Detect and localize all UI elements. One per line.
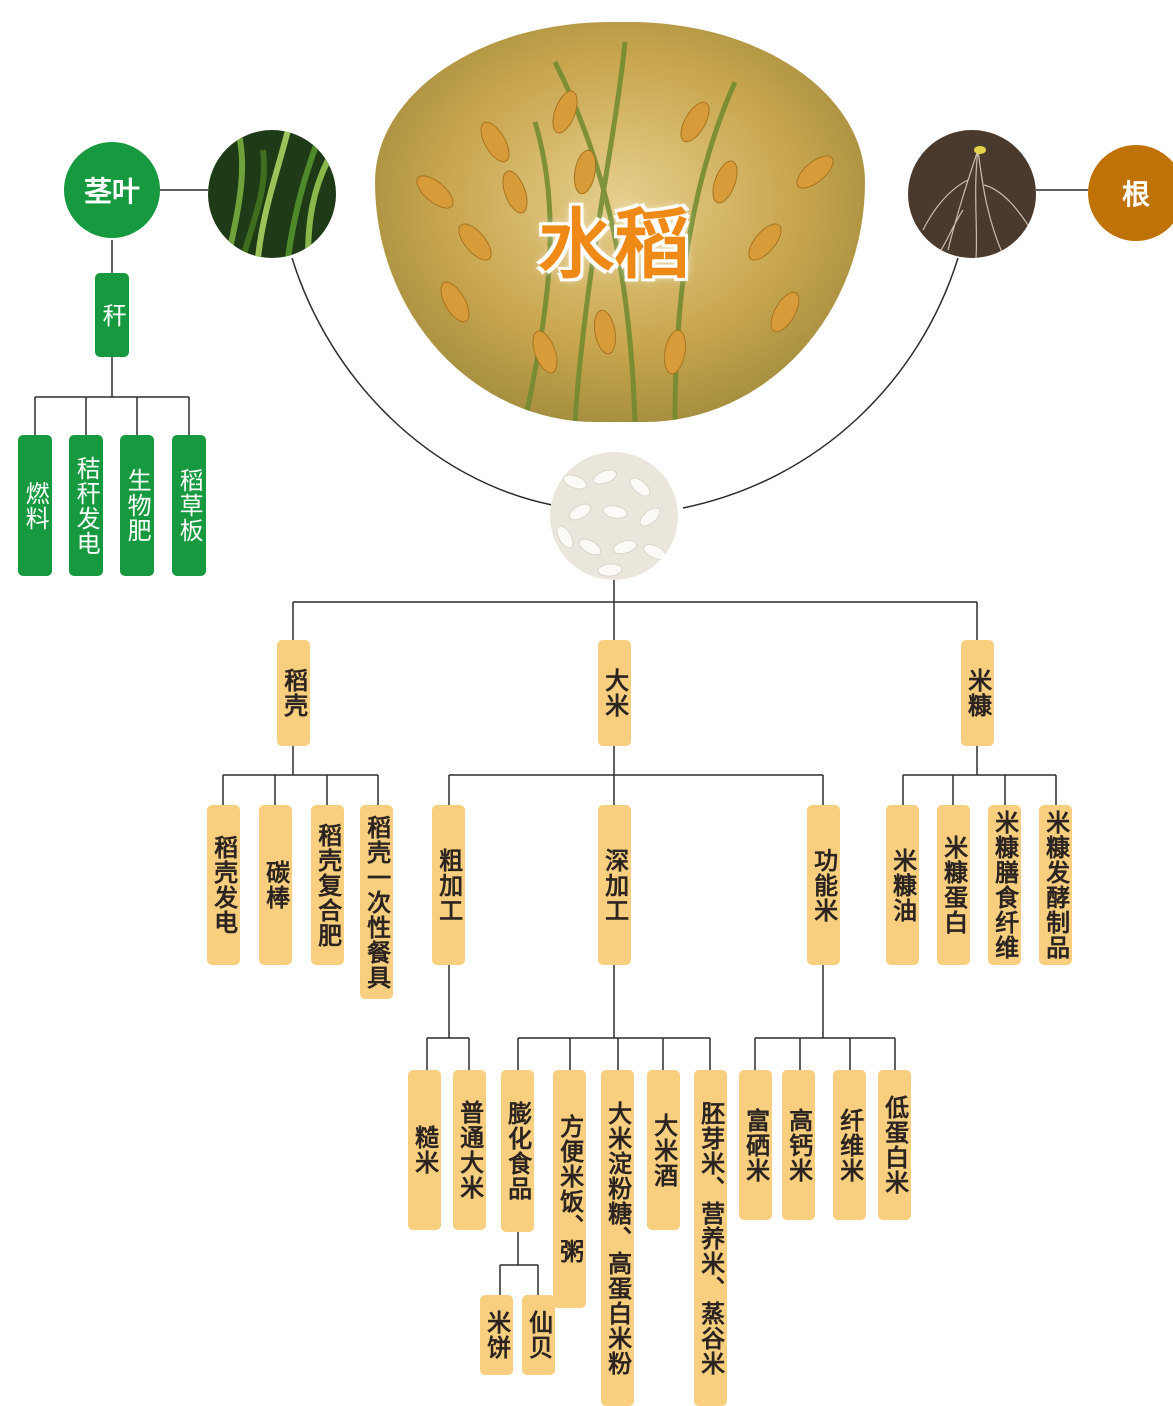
straw-use-power: 秸秆发电 [69, 435, 103, 576]
root-circle: 根 [1088, 145, 1173, 241]
puffed-child-rice-cake: 米饼 [480, 1295, 513, 1375]
husk-node: 稻壳 [277, 640, 310, 746]
straw-use-board: 稻草板 [172, 435, 206, 576]
functional-rice-node: 功能米 [807, 805, 840, 965]
coarse-child-common-rice: 普通大米 [453, 1070, 486, 1230]
functional-child-fiber: 纤维米 [833, 1070, 866, 1220]
functional-child-low-protein: 低蛋白米 [878, 1070, 911, 1220]
deep-processing-node: 深加工 [598, 805, 631, 965]
straw-node: 秆 [95, 273, 129, 357]
deep-child-puffed-food: 膨化食品 [501, 1070, 534, 1232]
deep-child-rice-wine: 大米酒 [647, 1070, 680, 1230]
bran-child-ferment: 米糠发酵制品 [1039, 805, 1072, 965]
coarse-child-brown-rice: 糙米 [408, 1070, 441, 1230]
deep-child-germ-rice: 胚芽米、营养米、蒸谷米 [694, 1070, 727, 1406]
husk-child-tableware: 稻壳一次性餐具 [360, 805, 393, 999]
bran-child-oil: 米糠油 [886, 805, 919, 965]
bran-node: 米糠 [961, 640, 994, 746]
diagram-title: 水稻 [538, 200, 690, 289]
deep-child-starch-sugar: 大米淀粉糖、高蛋白米粉 [601, 1070, 634, 1406]
functional-child-selenium: 富硒米 [739, 1070, 772, 1220]
stem-leaf-circle: 茎叶 [64, 142, 160, 238]
rice-plant-photo [375, 22, 865, 422]
straw-use-fertilizer: 生物肥 [120, 435, 154, 576]
functional-child-calcium: 高钙米 [782, 1070, 815, 1220]
root-soil-photo [908, 130, 1036, 258]
husk-child-carbon-rod: 碳棒 [259, 805, 292, 965]
stem-leaf-photo [208, 130, 336, 258]
coarse-processing-node: 粗加工 [432, 805, 465, 965]
rice-node: 大米 [598, 640, 631, 746]
husk-child-fertilizer: 稻壳复合肥 [311, 805, 344, 965]
puffed-child-senbei: 仙贝 [522, 1295, 555, 1375]
arc-root-to-grain [682, 257, 959, 509]
bran-child-protein: 米糠蛋白 [937, 805, 970, 965]
husk-child-power: 稻壳发电 [207, 805, 240, 965]
rice-grain-photo [550, 452, 678, 580]
bran-child-fiber: 米糠膳食纤维 [988, 805, 1021, 965]
deep-child-instant-rice: 方便米饭、粥 [553, 1070, 586, 1308]
arc-stem-to-grain [291, 257, 553, 506]
straw-use-fuel: 燃料 [18, 435, 52, 576]
